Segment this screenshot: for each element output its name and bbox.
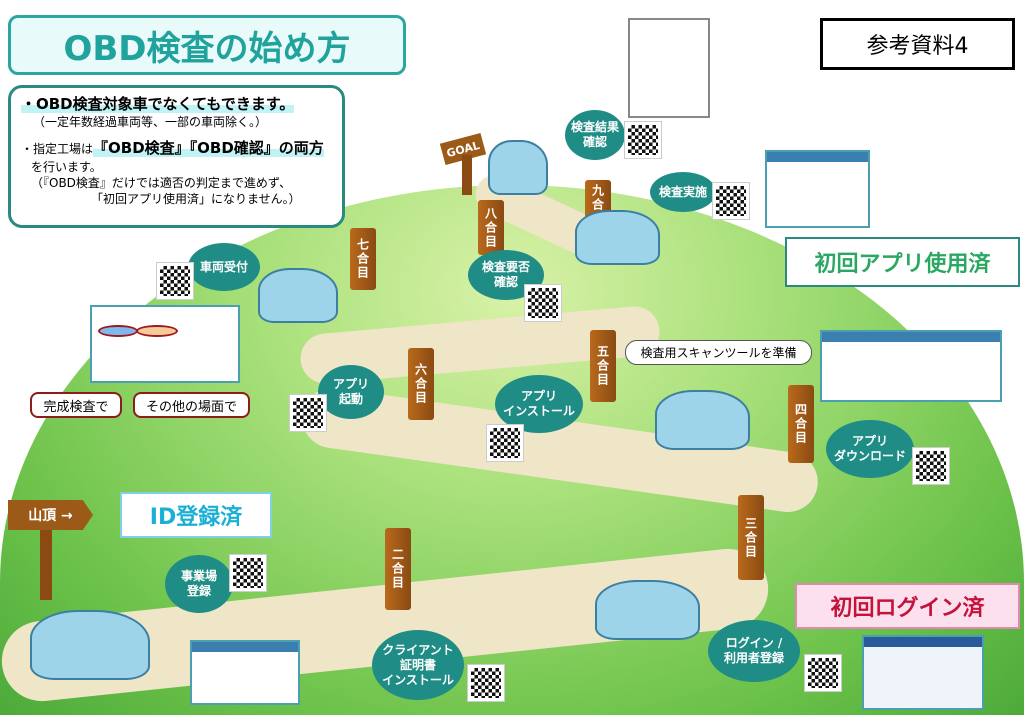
qr-code: [289, 394, 327, 432]
step-app-download: アプリ ダウンロード: [826, 420, 914, 478]
info-line2-emph: 『OBD検査』『OBD確認』の両方: [93, 139, 324, 158]
car-character: [595, 580, 700, 640]
qr-code: [804, 654, 842, 692]
car-character: [488, 140, 548, 195]
car-character: [655, 390, 750, 450]
app-download-screenshot: [820, 330, 1002, 402]
qr-code: [524, 284, 562, 322]
info-line2-suffix: を行います。: [31, 159, 102, 174]
step-vehicle-reception: 車両受付: [188, 243, 260, 291]
step-app-launch: アプリ 起動: [318, 365, 384, 419]
screen-header-bar: [192, 642, 298, 652]
info-note3: 「初回アプリ使用済」になりません。）: [91, 192, 301, 207]
step-inspection-execution: 検査実施: [650, 172, 716, 212]
post-6: 六合目: [408, 348, 434, 420]
reference-label: 参考資料4: [820, 18, 1015, 70]
screen-header-bar: [822, 332, 1000, 342]
post-3: 三合目: [738, 495, 764, 580]
scan-tool-callout: 検査用スキャンツールを準備: [625, 340, 812, 365]
summit-sign: 山頂 →: [8, 500, 93, 530]
screen-header-bar: [864, 637, 982, 647]
step-login-user-registration: ログイン / 利用者登録: [708, 620, 800, 682]
goal-post: [462, 155, 472, 195]
result-document-thumbnail: [628, 18, 710, 118]
qr-code: [229, 554, 267, 592]
milestone-id-registered: ID登録済: [120, 492, 272, 538]
menu-screenshot: [90, 305, 240, 383]
qr-code: [912, 447, 950, 485]
login-screenshot: [862, 635, 984, 710]
other-scenes-highlight: [136, 325, 178, 337]
milestone-first-app-use: 初回アプリ使用済: [785, 237, 1020, 287]
page-title: OBD検査の始め方: [8, 15, 406, 75]
step-inspection-result-check: 検査結果 確認: [565, 110, 625, 160]
qr-code: [712, 182, 750, 220]
complete-inspection-highlight: [98, 325, 138, 337]
step-app-install: アプリ インストール: [495, 375, 583, 433]
post-2: 二合目: [385, 528, 411, 610]
qr-code: [156, 262, 194, 300]
app-screen-thumbnail: [765, 150, 870, 228]
complete-inspection-button[interactable]: 完成検査で: [30, 392, 122, 418]
qr-code: [624, 121, 662, 159]
car-character: [258, 268, 338, 323]
sign-post: [40, 530, 52, 600]
info-note1: （一定年数経過車両等、一部の車両除く。）: [33, 115, 268, 130]
step-client-cert-install: クライアント 証明書 インストール: [372, 630, 464, 700]
post-5: 五合目: [590, 330, 616, 402]
info-line2-prefix: ・指定工場は: [21, 142, 94, 157]
milestone-first-login: 初回ログイン済: [795, 583, 1020, 629]
info-note2: （『OBD検査』だけでは適否の判定まで進めず、: [31, 175, 292, 190]
business-registration-screenshot: [190, 640, 300, 705]
car-character: [575, 210, 660, 265]
post-7: 七合目: [350, 228, 376, 290]
qr-code: [486, 424, 524, 462]
info-box: ・OBD検査対象車でなくてもできます。 （一定年数経過車両等、一部の車両除く。）…: [8, 85, 345, 228]
car-character: [30, 610, 150, 680]
step-business-registration: 事業場 登録: [165, 555, 233, 613]
qr-code: [467, 664, 505, 702]
screen-header-bar: [767, 152, 868, 162]
post-4: 四合目: [788, 385, 814, 463]
info-line1: ・OBD検査対象車でなくてもできます。: [21, 95, 295, 113]
post-8: 八合目: [478, 200, 504, 255]
other-scenes-button[interactable]: その他の場面で: [133, 392, 250, 418]
